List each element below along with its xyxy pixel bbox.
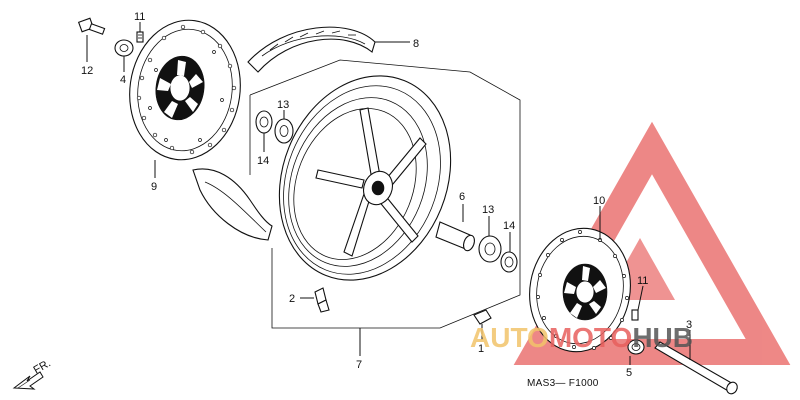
label-13-right: 13 (482, 204, 494, 216)
label-14-left: 14 (257, 155, 269, 167)
left-disc-spokes (157, 60, 203, 118)
watermark-hub: HUB (632, 322, 693, 353)
right-disc-holes (536, 230, 629, 350)
leader-lines (86, 22, 691, 365)
collar-part-5 (627, 339, 645, 355)
assembly-frame (249, 59, 521, 329)
axle-part-3 (654, 341, 738, 395)
label-1: 1 (478, 343, 484, 355)
label-5: 5 (626, 367, 632, 379)
diagram-code: MAS3— F1000 (527, 378, 599, 389)
front-direction-indicator: FR. (12, 357, 53, 390)
label-6: 6 (459, 191, 465, 203)
svg-text:AUTOMOTOHUB: AUTOMOTOHUB (470, 322, 693, 353)
disc-bolt-part-12 (77, 17, 106, 35)
label-3: 3 (686, 319, 692, 331)
tire-part-8 (247, 26, 376, 73)
screw-part-11-top (136, 31, 144, 43)
label-12: 12 (81, 65, 93, 77)
right-disc-spokes (564, 266, 606, 318)
spacer-part-6 (435, 221, 475, 252)
watermark-text: AUTOMOTOHUB (470, 322, 693, 353)
label-11-top: 11 (134, 11, 145, 23)
watermark-auto: AUTO (470, 322, 549, 353)
front-wheel-rim (278, 75, 452, 281)
direction-label: FR. (32, 357, 53, 376)
right-brake-disc (529, 227, 631, 353)
collar-part-4 (114, 39, 134, 57)
part-labels: 12 4 11 9 8 13 14 2 7 6 13 14 1 10 11 5 … (81, 11, 692, 379)
seal-part-14-right (500, 251, 518, 273)
seal-part-14-left (255, 110, 273, 134)
bearing-part-13-right (478, 235, 502, 263)
left-disc-holes (136, 24, 237, 155)
direction-arrow-icon (12, 371, 44, 390)
label-7: 7 (356, 359, 362, 371)
label-4: 4 (120, 74, 126, 86)
label-8: 8 (413, 38, 419, 50)
label-2: 2 (289, 293, 295, 305)
fender-guard (192, 168, 273, 241)
valve-part-2 (314, 287, 330, 313)
label-13-left: 13 (277, 99, 289, 111)
weight-part-1 (473, 309, 492, 325)
watermark-moto: MOTO (549, 322, 632, 353)
screw-part-11-right (631, 309, 639, 321)
label-14-right: 14 (503, 220, 515, 232)
left-brake-disc (129, 19, 241, 161)
bearing-part-13-left (274, 118, 294, 144)
label-10: 10 (593, 195, 605, 207)
label-11-right: 11 (637, 275, 648, 287)
label-9: 9 (151, 181, 157, 193)
